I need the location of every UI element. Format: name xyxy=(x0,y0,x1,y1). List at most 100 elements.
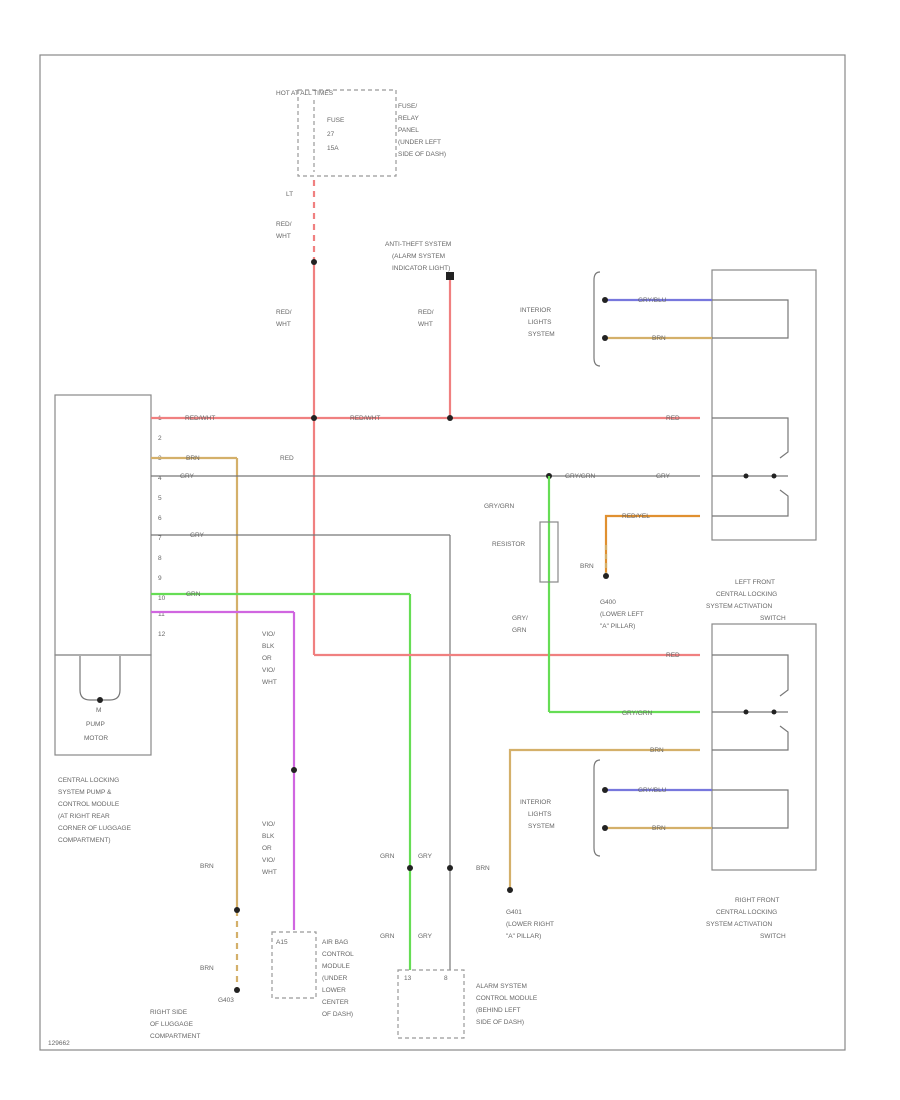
ground-label: G403 xyxy=(218,997,234,1004)
wire-label: RED/ xyxy=(276,309,292,316)
motor-label: MOTOR xyxy=(84,735,108,742)
wire-label: GRN xyxy=(380,853,395,860)
switch-contact xyxy=(712,489,789,517)
splice-dot xyxy=(311,415,317,421)
left-switch-label: SYSTEM ACTIVATION xyxy=(706,603,773,610)
interior-lights-left: INTERIOR LIGHTS SYSTEM GRY/BLU BRN xyxy=(520,271,712,367)
wire-label: WHT xyxy=(418,321,433,328)
connector xyxy=(602,787,608,793)
airbag-label: LOWER xyxy=(322,987,346,994)
ground-label: G401 xyxy=(506,909,522,916)
pin-label: A15 xyxy=(276,939,288,946)
pump-caption: CORNER OF LUGGAGE xyxy=(58,825,132,832)
right-switch-label: CENTRAL LOCKING xyxy=(716,909,777,916)
left-switch-label: CENTRAL LOCKING xyxy=(716,591,777,598)
switch-contact xyxy=(712,299,789,339)
resistor-box xyxy=(539,521,559,583)
pump-caption: (AT RIGHT REAR xyxy=(58,813,110,820)
pump-caption: SYSTEM PUMP & xyxy=(58,789,112,796)
fuse-rating: 15A xyxy=(327,145,339,152)
wire-label: RED/ xyxy=(418,309,434,316)
wire-label: BRN xyxy=(200,965,214,972)
bracket xyxy=(593,759,601,857)
wire-label: GRY/GRN xyxy=(565,473,596,480)
switch-contact xyxy=(712,654,789,697)
wire-label: GRY/GRN xyxy=(484,503,515,510)
wire-label: OR xyxy=(262,845,272,852)
ground-g403 xyxy=(234,987,240,993)
motor-wiring xyxy=(79,656,121,701)
airbag-label: OF DASH) xyxy=(322,1011,353,1018)
pin-label: 6 xyxy=(158,515,162,522)
right-switch-box xyxy=(711,623,817,871)
wire-label: BRN xyxy=(186,455,200,462)
motor-label: M xyxy=(96,707,101,714)
wire-label: GRY/BLU xyxy=(638,297,667,304)
alarm-control-module: 13 8 ALARM SYSTEM CONTROL MODULE (BEHIND… xyxy=(397,969,538,1039)
wire-label: GRN xyxy=(186,591,201,598)
airbag-label: MODULE xyxy=(322,963,350,970)
pin-label: 11 xyxy=(158,611,165,618)
wire-label: RED/ xyxy=(276,221,292,228)
wire-label: RED xyxy=(666,415,680,422)
right-switch-label: SYSTEM ACTIVATION xyxy=(706,921,773,928)
airbag-label: AIR BAG xyxy=(322,939,348,946)
ground-label: (LOWER RIGHT xyxy=(506,921,554,928)
airbag-label: CONTROL xyxy=(322,951,354,958)
bracket xyxy=(593,271,601,367)
anti-theft-indicator: ANTI-THEFT SYSTEM (ALARM SYSTEM INDICATO… xyxy=(385,241,451,272)
airbag-label: CENTER xyxy=(322,999,349,1006)
ground-label: RIGHT SIDE xyxy=(150,1009,188,1016)
connector xyxy=(602,335,608,341)
pin-label: 12 xyxy=(158,631,166,638)
pin-label: 2 xyxy=(158,435,162,442)
pin-label: 4 xyxy=(158,475,162,482)
fuse-location-line: RELAY xyxy=(398,115,419,122)
alarm-label: ALARM SYSTEM xyxy=(476,983,527,990)
connector xyxy=(602,297,608,303)
anti-theft-line: INDICATOR LIGHT) xyxy=(392,265,450,272)
left-front-activation-switch: LEFT FRONT CENTRAL LOCKING SYSTEM ACTIVA… xyxy=(706,269,817,622)
wire-label: GRY/BLU xyxy=(638,787,667,794)
interior-lights-label: INTERIOR xyxy=(520,307,551,314)
wire-label: BRN xyxy=(476,865,490,872)
switch-contact xyxy=(712,725,789,751)
pump-motor-box xyxy=(54,654,152,756)
pin-label: 13 xyxy=(404,975,412,982)
right-switch-label: SWITCH xyxy=(760,933,786,940)
wire-label: WHT xyxy=(262,679,277,686)
resistor-branch: RESISTOR GRY/GRN GRY/ GRN GRY/GRN xyxy=(484,476,700,717)
pump-caption: COMPARTMENT) xyxy=(58,837,110,844)
pin-label: 7 xyxy=(158,535,162,542)
wire-label: WHT xyxy=(276,233,291,240)
right-switch-label: RIGHT FRONT xyxy=(735,897,779,904)
wire-label: BRN xyxy=(200,863,214,870)
alarm-box xyxy=(397,969,465,1039)
switch-terminal xyxy=(771,473,777,479)
pin-label: 8 xyxy=(444,975,448,982)
wire-label: VIO/ xyxy=(262,631,275,638)
wire-label: VIO/ xyxy=(262,857,275,864)
anti-theft-line: (ALARM SYSTEM xyxy=(392,253,445,260)
pump-caption: CENTRAL LOCKING xyxy=(58,777,119,784)
ground-label: OF LUGGAGE xyxy=(150,1021,194,1028)
interior-lights-right: INTERIOR LIGHTS SYSTEM GRY/BLU BRN xyxy=(520,759,712,857)
wire-label: WHT xyxy=(276,321,291,328)
airbag-control-module: A15 AIR BAG CONTROL MODULE (UNDER LOWER … xyxy=(271,931,354,1018)
wire-label: GRN xyxy=(512,627,527,634)
splice-dot xyxy=(447,415,453,421)
left-switch-box xyxy=(711,269,817,541)
wire-label: BLK xyxy=(262,833,275,840)
wire-label: BRN xyxy=(652,825,666,832)
fuse-location-line: SIDE OF DASH) xyxy=(398,151,446,158)
wire-label: RED/WHT xyxy=(185,415,215,422)
switch-terminal xyxy=(743,709,749,715)
ground-label: (LOWER LEFT xyxy=(600,611,644,618)
alarm-label: (BEHIND LEFT xyxy=(476,1007,520,1014)
interior-lights-label: SYSTEM xyxy=(528,823,555,830)
motor-dot xyxy=(97,697,103,703)
wire-label: GRY/ xyxy=(512,615,528,622)
pump-module-box xyxy=(54,394,152,656)
fuse-location-line: FUSE/ xyxy=(398,103,417,110)
